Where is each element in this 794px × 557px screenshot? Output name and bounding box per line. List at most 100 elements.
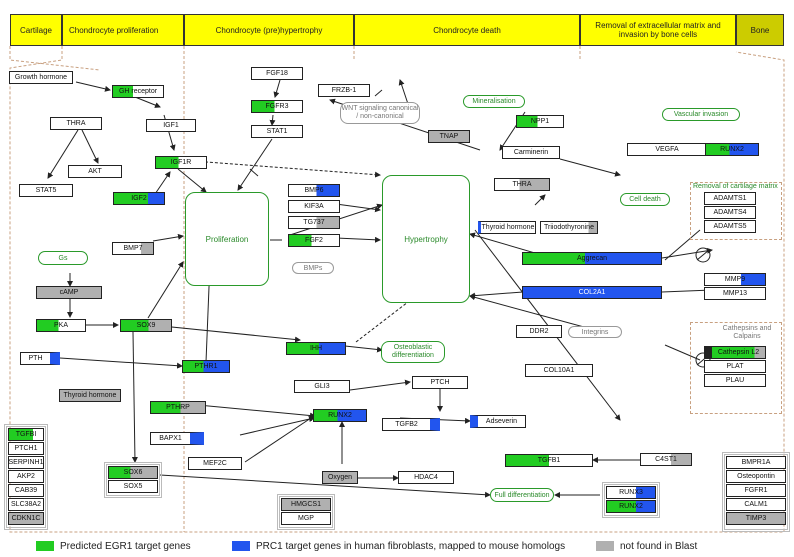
gene-pka: PKA bbox=[36, 319, 86, 332]
stage-removal: Removal of extracellular matrix and inva… bbox=[580, 14, 736, 46]
gene-timp3: TIMP3 bbox=[726, 512, 786, 525]
gene-akp2: AKP2 bbox=[8, 470, 44, 483]
stage-proliferation: Chondrocyte proliferation bbox=[62, 14, 184, 46]
legend-grey-swatch bbox=[596, 541, 614, 551]
gene-ihh: IHH bbox=[286, 342, 346, 355]
gene-fgfr1: FGFR1 bbox=[726, 484, 786, 497]
gene-tgfb1: TGFB1 bbox=[505, 454, 593, 467]
gene-igf2: IGF2 bbox=[113, 192, 165, 205]
gene-camp: cAMP bbox=[36, 286, 102, 299]
gene-col10a1: COL10A1 bbox=[525, 364, 593, 377]
gene-osteopontin: Osteopontin bbox=[726, 470, 786, 483]
left-gene-group bbox=[4, 424, 48, 530]
gene-sox5: SOX5 bbox=[108, 480, 158, 493]
gene-npp1: NPP1 bbox=[516, 115, 564, 128]
wnt-oval: WNT signaling canonical / non-canonical bbox=[340, 102, 420, 124]
gene-vegfa: VEGFA bbox=[627, 143, 707, 156]
gene-c4st1: C4ST1 bbox=[640, 453, 692, 466]
gene-growth-hormone: Growth hormone bbox=[9, 71, 73, 84]
gene-adamts5: ADAMTS5 bbox=[704, 220, 756, 233]
gene-tg737: TG737 bbox=[288, 216, 340, 229]
gene-adamts1: ADAMTS1 bbox=[704, 192, 756, 205]
gene-tgfb2: TGFB2 bbox=[382, 418, 440, 431]
gene-mef2c: MEF2C bbox=[188, 457, 242, 470]
gene-runx2-b: RUNX2 bbox=[313, 409, 367, 422]
gene-slc38a2: SLC38A2 bbox=[8, 498, 44, 511]
gene-bmpr1a: BMPR1A bbox=[726, 456, 786, 469]
gene-frzb-1: FRZB-1 bbox=[318, 84, 370, 97]
vascular-invasion-oval: Vascular invasion bbox=[662, 108, 740, 121]
gene-pthr1: PTHR1 bbox=[182, 360, 230, 373]
gene-hmgcs1: HMGCS1 bbox=[281, 498, 331, 511]
legend-blue: PRC1 target genes in human fibroblasts, … bbox=[232, 540, 565, 552]
gene-fgf2: FGF2 bbox=[288, 234, 340, 247]
removal-matrix-label: Removal of cartilage matrix bbox=[693, 183, 778, 190]
gene-stat1: STAT1 bbox=[251, 125, 303, 138]
gene-cab39: CAB39 bbox=[8, 484, 44, 497]
gene-plat: PLAT bbox=[704, 360, 766, 373]
legend-green-swatch bbox=[36, 541, 54, 551]
gene-ddr2: DDR2 bbox=[516, 325, 562, 338]
gene-bapx1: BAPX1 bbox=[150, 432, 204, 445]
gene-triiodothyronine: Triiodothyronine bbox=[540, 221, 598, 234]
gene-aggrecan: Aggrecan bbox=[522, 252, 662, 265]
gene-serpinh1: SERPINH1 bbox=[8, 456, 44, 469]
gene-runx2-c: RUNX2 bbox=[606, 500, 656, 513]
gene-ptch: PTCH bbox=[412, 376, 468, 389]
gene-mmp9: MMP9 bbox=[704, 273, 766, 286]
gene-pth: PTH bbox=[20, 352, 60, 365]
gene-carminerin: Carminerin bbox=[502, 146, 560, 159]
gene-cdkn1c: CDKN1C bbox=[8, 512, 44, 525]
gene-tnap: TNAP bbox=[428, 130, 470, 143]
gene-thyroid-hormone-1: Thyroid hormone bbox=[478, 221, 536, 234]
legend-blue-label: PRC1 target genes in human fibroblasts, … bbox=[256, 540, 566, 552]
mineralisation-oval: Mineralisation bbox=[463, 95, 525, 108]
cathepsins-group bbox=[690, 322, 782, 414]
gene-sox9: SOX9 bbox=[120, 319, 172, 332]
stage-bone: Bone bbox=[736, 14, 784, 46]
gs-oval: Gs bbox=[38, 251, 88, 265]
integrins-oval: Integrins bbox=[568, 326, 622, 338]
gene-fgf18: FGF18 bbox=[251, 67, 303, 80]
removal-matrix-group bbox=[690, 182, 782, 240]
gene-runx3: RUNX3 bbox=[606, 486, 656, 499]
gene-mgp: MGP bbox=[281, 512, 331, 525]
legend-green-label: Predicted EGR1 target genes bbox=[60, 540, 191, 552]
cathepsins-label: Cathepsins and Calpains bbox=[722, 325, 772, 340]
gene-thyroid-hormone-2: Thyroid hormone bbox=[59, 389, 121, 402]
gene-ptch1: PTCH1 bbox=[8, 442, 44, 455]
gene-gli3: GLI3 bbox=[294, 380, 350, 393]
hmgcs-group bbox=[277, 494, 335, 530]
runx-group bbox=[602, 482, 660, 518]
gene-sox6: SOX6 bbox=[108, 466, 158, 479]
bmps-oval: BMPs bbox=[292, 262, 334, 274]
gene-thra-1: THRA bbox=[50, 117, 102, 130]
gene-adseverin: Adseverin bbox=[470, 415, 526, 428]
gene-runx2-a: RUNX2 bbox=[705, 143, 759, 156]
hypertrophy-process: Hypertrophy bbox=[382, 175, 470, 303]
gene-plau: PLAU bbox=[704, 374, 766, 387]
gene-pthrp: PTHRP bbox=[150, 401, 206, 414]
stage-cartilage: Cartilage bbox=[10, 14, 62, 46]
legend-grey-label: not found in Blast bbox=[620, 540, 698, 552]
gene-mmp13: MMP13 bbox=[704, 287, 766, 300]
gene-tgfbi: TGFBI bbox=[8, 428, 44, 441]
osteoblastic-oval: Osteoblastic differentiation bbox=[381, 341, 445, 363]
gene-calm1: CALM1 bbox=[726, 498, 786, 511]
gene-oxygen: Oxygen bbox=[322, 471, 358, 484]
gene-igf1r: IGF1R bbox=[155, 156, 207, 169]
gene-fgfr3: FGFR3 bbox=[251, 100, 303, 113]
gene-stat5: STAT5 bbox=[19, 184, 73, 197]
right-gene-group bbox=[722, 452, 790, 532]
full-differentiation-oval: Full differentiation bbox=[490, 488, 554, 502]
cell-death-oval: Cell death bbox=[620, 193, 670, 206]
gene-hdac4: HDAC4 bbox=[398, 471, 454, 484]
gene-bmp6: BMP6 bbox=[288, 184, 340, 197]
gene-cathepsin-l2: Cathepsin L2 bbox=[704, 346, 766, 359]
gene-bmp7: BMP7 bbox=[112, 242, 154, 255]
gene-col2a1: COL2A1 bbox=[522, 286, 662, 299]
proliferation-process: Proliferation bbox=[185, 192, 269, 286]
legend-blue-swatch bbox=[232, 541, 250, 551]
